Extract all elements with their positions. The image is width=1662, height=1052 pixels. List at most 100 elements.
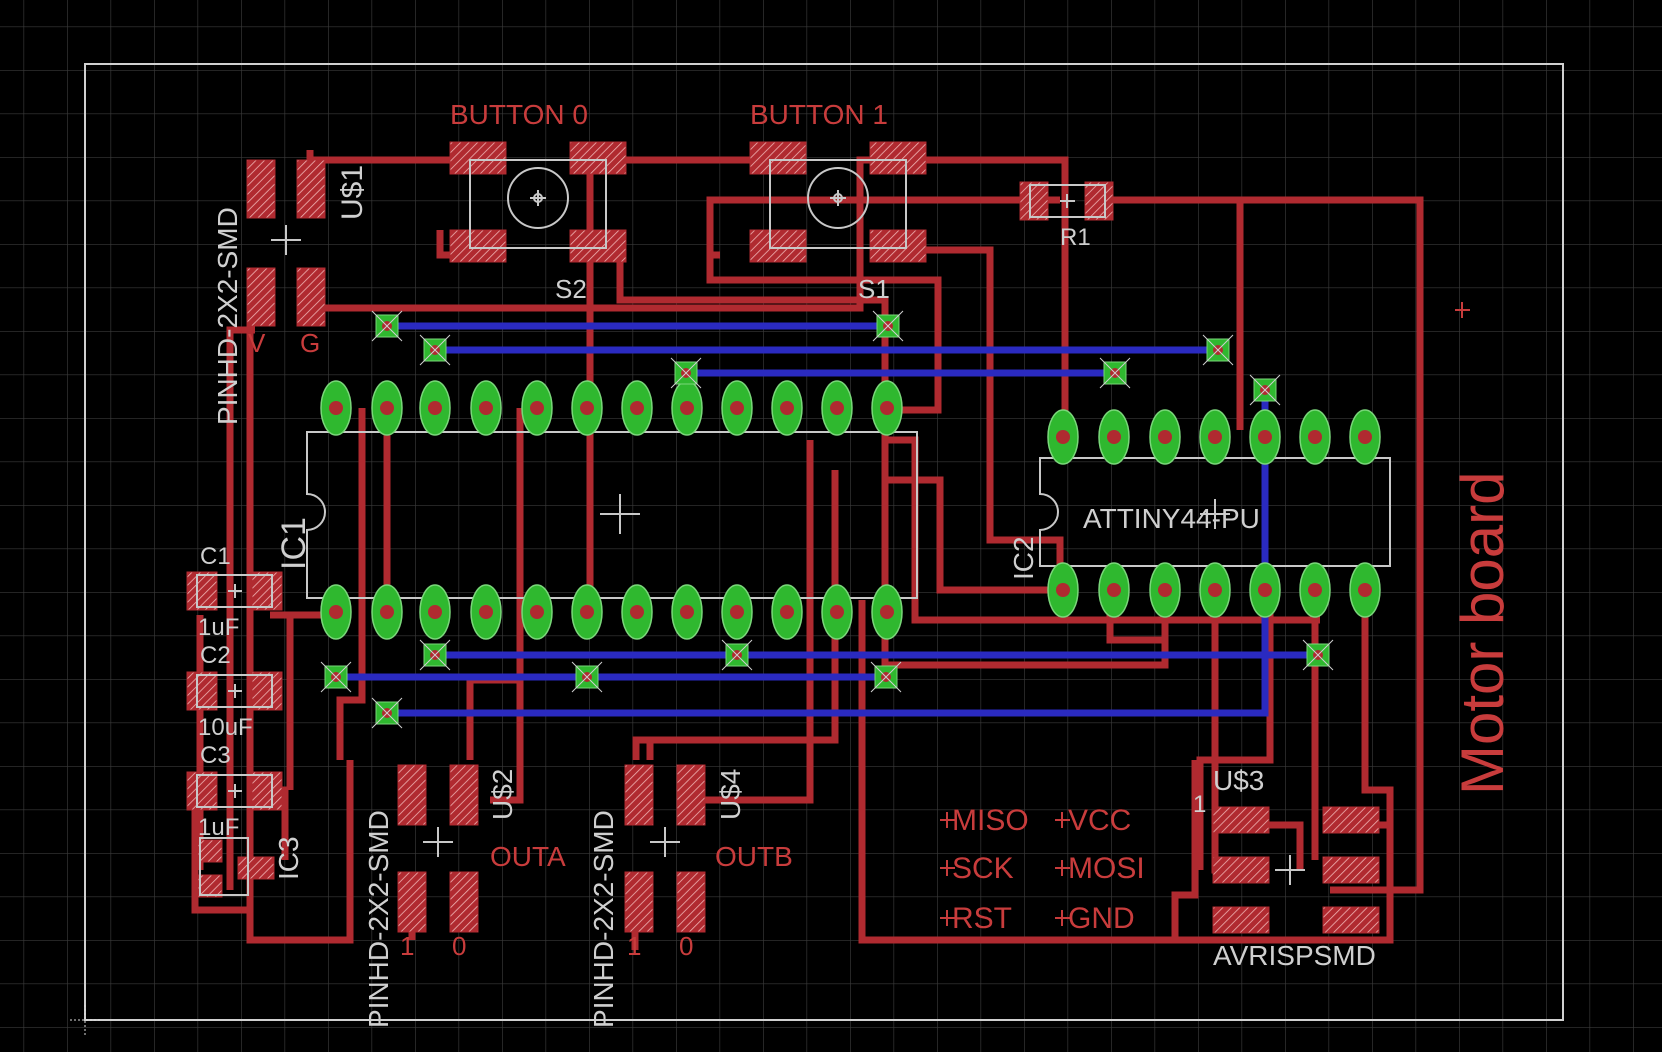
- ic1-pin-bottom-6: [571, 584, 603, 640]
- label-a-0: 0: [452, 931, 466, 961]
- label-us4: U$4: [715, 769, 746, 820]
- label-us3-pin1: 1: [1193, 791, 1206, 818]
- ic2-pin-top-1: [1047, 409, 1079, 465]
- label-sck: SCK: [952, 852, 1014, 885]
- via-11: [571, 661, 603, 693]
- smd-pads: [186, 141, 1380, 934]
- via-12: [721, 639, 753, 671]
- ic2-pin-top-3: [1149, 409, 1181, 465]
- ic1-pin-top-5: [521, 380, 553, 436]
- label-pin-g: G: [300, 328, 320, 358]
- ic1-pin-top-6: [571, 380, 603, 436]
- ic2-pin-top-4: [1199, 409, 1231, 465]
- label-s2: S2: [555, 274, 587, 304]
- ic2-pin-bottom-2: [1098, 562, 1130, 618]
- label-c1: C1: [200, 543, 231, 570]
- isp-label-marks: [940, 812, 1070, 926]
- label-outb: OUTB: [715, 841, 793, 872]
- via-10: [419, 639, 451, 671]
- label-b-0: 0: [679, 931, 693, 961]
- ic1-pin-top-10: [771, 380, 803, 436]
- ic1-pin-top-12: [871, 380, 903, 436]
- label-c3: C3: [200, 742, 231, 769]
- label-c3-val: 1uF: [198, 814, 239, 841]
- label-a-1: 1: [400, 931, 414, 961]
- ic1-pin-bottom-11: [821, 584, 853, 640]
- via-14: [1302, 639, 1334, 671]
- bottom-copper-traces: [336, 322, 1318, 717]
- via-13: [870, 661, 902, 693]
- labels: BUTTON 0 BUTTON 1 S2 S1 R1 U$1 PINHD-2X2…: [198, 99, 1516, 1028]
- ic2-pin-bottom-4: [1199, 562, 1231, 618]
- label-miso: MISO: [952, 804, 1029, 837]
- vias: [320, 310, 1334, 729]
- ic1-pin-bottom-2: [371, 584, 403, 640]
- label-ic2: IC2: [1008, 536, 1039, 580]
- via-9: [371, 697, 403, 729]
- board-title: Motor board: [1449, 472, 1516, 796]
- label-us2: U$2: [487, 769, 518, 820]
- ic2-pin-bottom-3: [1149, 562, 1181, 618]
- label-us1: U$1: [336, 165, 369, 220]
- board-title-mark: [1455, 302, 1470, 318]
- label-us3: U$3: [1213, 765, 1264, 796]
- ic1-pin-top-3: [419, 380, 451, 436]
- ic2-pin-top-6: [1299, 409, 1331, 465]
- label-outa: OUTA: [490, 841, 566, 872]
- ic1-pin-top-9: [721, 380, 753, 436]
- label-mosi: MOSI: [1068, 852, 1145, 885]
- ic2-pin-bottom-5: [1249, 562, 1281, 618]
- ic1-pin-bottom-4: [470, 584, 502, 640]
- ic1-pin-top-8: [671, 380, 703, 436]
- label-avrisp: AVRISPSMD: [1213, 940, 1376, 971]
- label-gnd: GND: [1068, 902, 1135, 935]
- ic1-pin-top-2: [371, 380, 403, 436]
- label-pinhd-b: PINHD-2X2-SMD: [588, 810, 619, 1028]
- ic1-pin-bottom-10: [771, 584, 803, 640]
- ic1-pin-top-1: [320, 380, 352, 436]
- label-r1: R1: [1060, 224, 1091, 251]
- label-button0: BUTTON 0: [450, 99, 588, 130]
- silkscreen: [196, 159, 1391, 896]
- label-b-1: 1: [627, 931, 641, 961]
- board-outline: [84, 63, 1564, 1021]
- via-8: [320, 661, 352, 693]
- label-c2: C2: [200, 642, 231, 669]
- via-1: [371, 310, 403, 342]
- ic1-pin-bottom-1: [320, 584, 352, 640]
- label-attiny: ATTINY44-PU: [1083, 503, 1260, 534]
- label-pinhd-a: PINHD-2X2-SMD: [363, 810, 394, 1028]
- ic1-pin-bottom-7: [621, 584, 653, 640]
- ic1-pin-bottom-8: [671, 584, 703, 640]
- via-5: [1099, 357, 1131, 389]
- via-6: [1202, 334, 1234, 366]
- label-s1: S1: [858, 274, 890, 304]
- via-4: [872, 310, 904, 342]
- label-button1: BUTTON 1: [750, 99, 888, 130]
- ic1-pin-top-7: [621, 380, 653, 436]
- ic1-pin-bottom-12: [871, 584, 903, 640]
- label-pinhd-power: PINHD-2X2-SMD: [212, 207, 243, 425]
- ic2-pin-bottom-1: [1047, 562, 1079, 618]
- ic1-pin-top-4: [470, 380, 502, 436]
- via-7: [1249, 374, 1281, 406]
- ic1-pin-bottom-5: [521, 584, 553, 640]
- label-rst: RST: [952, 902, 1012, 935]
- ic2-pin-bottom-6: [1299, 562, 1331, 618]
- via-2: [419, 334, 451, 366]
- label-ic3: IC3: [273, 836, 304, 880]
- ic2-pin-top-5: [1249, 409, 1281, 465]
- through-hole-pads: [320, 380, 1381, 640]
- ic2-pin-top-2: [1098, 409, 1130, 465]
- ic2-pin-bottom-7: [1349, 562, 1381, 618]
- ic1-pin-top-11: [821, 380, 853, 436]
- label-ic1: IC1: [275, 517, 313, 570]
- ic1-pin-bottom-3: [419, 584, 451, 640]
- via-3: [670, 357, 702, 389]
- label-vcc: VCC: [1068, 804, 1131, 837]
- label-c1-val: 1uF: [198, 614, 239, 641]
- origin-marker: [70, 1005, 100, 1035]
- label-c2-val: 10uF: [198, 714, 253, 741]
